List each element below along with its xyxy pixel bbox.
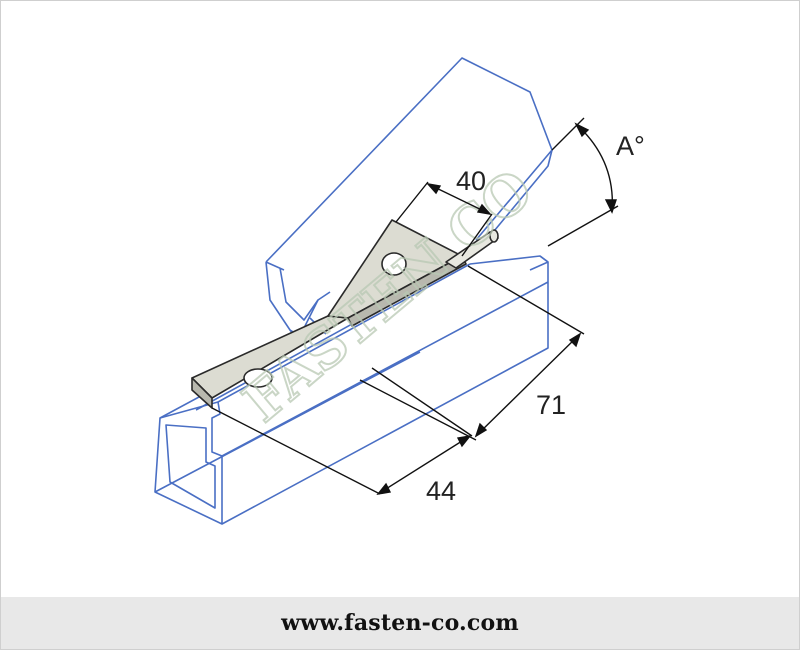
- inclined-channel-side: [299, 149, 553, 337]
- dim-71-arrow-bottom: [474, 422, 488, 438]
- dim-71-arrow-top: [568, 332, 582, 348]
- dim-44-extension-lines: [211, 367, 473, 495]
- dim-40-arrow-right: [476, 203, 492, 216]
- plate-hole-lower: [243, 368, 273, 388]
- dim-label-71: 71: [536, 390, 566, 420]
- bottom-channel-end-profile: [154, 401, 223, 525]
- bolt-stud-end: [489, 229, 499, 243]
- dim-label-44: 44: [426, 476, 456, 506]
- dim-44-line: [377, 435, 471, 495]
- footer-bar: www.fasten-co.com: [1, 597, 799, 649]
- dim-40-arrow-left: [426, 182, 442, 195]
- inclined-channel-outline: [265, 57, 553, 337]
- bottom-channel-far-end: [529, 255, 549, 271]
- dim-40-extension-lines: [395, 181, 493, 257]
- dim-angle-arc: [575, 123, 614, 213]
- plate-upper-thickness: [347, 255, 467, 327]
- dim-label-angle: A°: [616, 131, 645, 161]
- dim-71-line: [475, 333, 581, 437]
- dim-71-extension-lines: [359, 265, 585, 441]
- dim-angle-arrow-bottom: [604, 199, 617, 214]
- dimension-lines: [211, 117, 619, 495]
- dim-angle-extension-lines: [547, 117, 619, 247]
- dim-label-40: 40: [456, 166, 486, 196]
- inclined-channel: [265, 57, 553, 339]
- dim-44-arrow-left: [376, 482, 392, 495]
- plate-hole-upper: [381, 252, 407, 276]
- dim-44-arrow-right: [456, 435, 472, 448]
- watermark: FASTEN CO: [230, 156, 546, 436]
- watermark-text: FASTEN CO: [231, 157, 545, 435]
- bracket-diagram: FASTEN CO 40 71 44 A°: [154, 57, 645, 525]
- dim-angle-arrow-top: [574, 122, 590, 138]
- website-url[interactable]: www.fasten-co.com: [281, 610, 519, 636]
- bracket-plate: [191, 219, 499, 409]
